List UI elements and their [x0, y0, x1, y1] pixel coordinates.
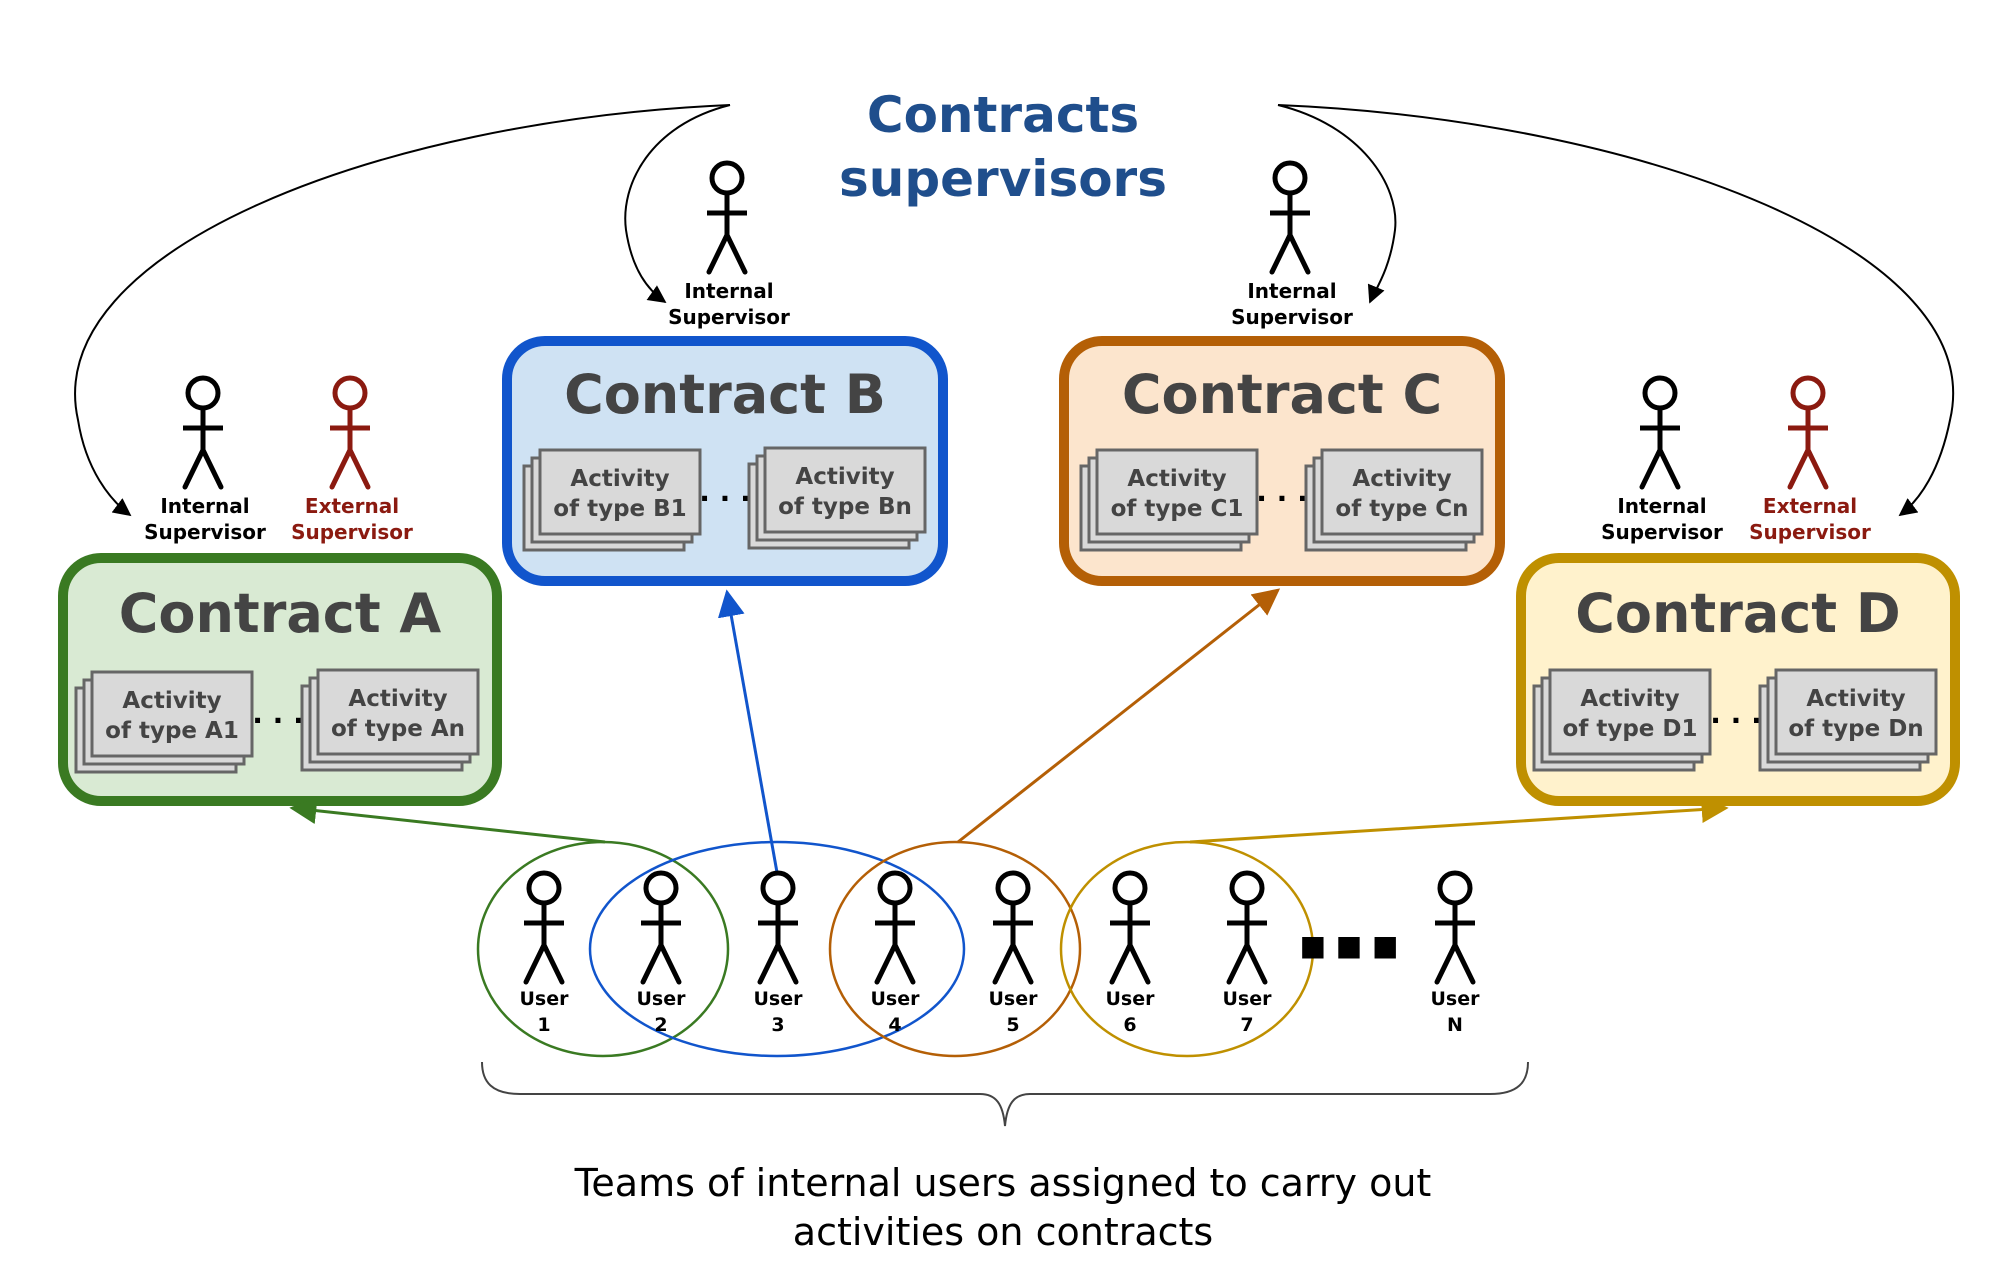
contract-b-activity-n: Activity of type Bn	[747, 446, 927, 550]
activity-cn-label-line1: Activity	[1352, 466, 1451, 492]
contract-c-activity-1: Activity of type C1	[1079, 448, 1259, 552]
activity-bn-label-line2: of type Bn	[778, 494, 912, 520]
contract-a-title: Contract A	[119, 582, 442, 645]
user-5-label-num: 5	[1006, 1014, 1019, 1036]
supervisor-c-label-line2: Supervisor	[1231, 305, 1353, 329]
internal-supervisor-b-icon	[707, 163, 747, 272]
activity-dn-label-line2: of type Dn	[1788, 716, 1923, 742]
team-c-ellipse	[828, 840, 1082, 1058]
user-4-label-num: 4	[888, 1014, 901, 1036]
user-4-icon	[875, 873, 915, 982]
contract-a-box: Contract A Activity of type A1 · · · Act…	[58, 553, 502, 806]
external-supervisor-a-icon	[330, 378, 370, 487]
user-2-icon	[641, 873, 681, 982]
activity-b1-label-line1: Activity	[570, 466, 669, 492]
contract-b-box: Contract B Activity of type B1 · · · Act…	[502, 336, 948, 586]
contract-d-activity-n: Activity of type Dn	[1758, 668, 1938, 772]
team-a-ellipse	[476, 840, 730, 1058]
team-b-ellipse	[588, 840, 966, 1058]
contract-d-title: Contract D	[1575, 582, 1901, 645]
activity-d1-label-line1: Activity	[1580, 686, 1679, 712]
user-n-label-word: User	[1431, 988, 1481, 1010]
contract-c-activity-ellipsis: · · ·	[1256, 482, 1307, 515]
contract-c-title: Contract C	[1122, 363, 1442, 426]
supervisor-c-label-line1: Internal	[1247, 279, 1336, 303]
user-1-label-num: 1	[537, 1014, 550, 1036]
activity-bn-label-line1: Activity	[795, 464, 894, 490]
contract-a-activity-ellipsis: · · ·	[252, 704, 303, 737]
user-4-label-word: User	[871, 988, 921, 1010]
supervisor-arrow-to-a	[74, 104, 731, 517]
activity-c1-label-line1: Activity	[1127, 466, 1226, 492]
contract-c-activity-n: Activity of type Cn	[1304, 448, 1484, 552]
users-ellipsis: ■ ■ ■	[1300, 929, 1399, 962]
user-7-label-word: User	[1223, 988, 1273, 1010]
team-a-arrow	[289, 797, 606, 844]
external-supervisor-d-icon	[1788, 378, 1828, 487]
supervisor-d-internal-label-line2: Supervisor	[1601, 520, 1723, 544]
supervisor-d-external-label-line2: Supervisor	[1749, 520, 1871, 544]
supervisor-a-internal-label-line1: Internal	[160, 494, 249, 518]
internal-supervisor-d-icon	[1640, 378, 1680, 487]
user-n-icon	[1435, 873, 1475, 982]
team-d-arrow	[1189, 796, 1729, 844]
activity-an-label-line2: of type An	[331, 716, 465, 742]
diagram-title-line2: supervisors	[839, 150, 1167, 208]
activity-cn-label-line2: of type Cn	[1335, 496, 1468, 522]
user-6-label-word: User	[1106, 988, 1156, 1010]
caption-line2: activities on contracts	[793, 1210, 1213, 1254]
contract-b-activity-1: Activity of type B1	[522, 448, 702, 552]
user-n-label-num: N	[1447, 1014, 1463, 1036]
supervisor-d-external-label-line1: External	[1763, 494, 1857, 518]
user-3-label-word: User	[754, 988, 804, 1010]
internal-supervisor-c-icon	[1270, 163, 1310, 272]
activity-a1-label-line1: Activity	[122, 688, 221, 714]
activity-c1-label-line2: of type C1	[1111, 496, 1244, 522]
user-6-label-num: 6	[1123, 1014, 1136, 1036]
contract-d-activity-ellipsis: · · ·	[1710, 704, 1761, 737]
contract-c-box: Contract C Activity of type C1 · · · Act…	[1059, 336, 1505, 586]
activity-a1-label-line2: of type A1	[105, 718, 239, 744]
user-7-label-num: 7	[1240, 1014, 1253, 1036]
supervisor-arrow-to-c	[1277, 104, 1397, 304]
user-5-icon	[993, 873, 1033, 982]
contract-a-activity-1: Activity of type A1	[74, 670, 254, 774]
user-2-label-word: User	[637, 988, 687, 1010]
contract-d-activity-1: Activity of type D1	[1532, 668, 1712, 772]
caption-line1: Teams of internal users assigned to carr…	[574, 1161, 1432, 1205]
supervisor-arrow-to-d	[1277, 104, 1954, 517]
user-3-icon	[758, 873, 798, 982]
supervisor-arrow-to-b	[624, 104, 731, 304]
diagram-title-line1: Contracts	[867, 86, 1139, 144]
contract-a-activity-n: Activity of type An	[300, 668, 480, 772]
supervisor-a-internal-label-line2: Supervisor	[144, 520, 266, 544]
user-7-icon	[1227, 873, 1267, 982]
supervisor-d-internal-label-line1: Internal	[1617, 494, 1706, 518]
contract-b-activity-ellipsis: · · ·	[699, 482, 750, 515]
supervisor-b-label-line2: Supervisor	[668, 305, 790, 329]
team-b-arrow	[717, 589, 780, 879]
user-3-label-num: 3	[771, 1014, 784, 1036]
activity-b1-label-line2: of type B1	[553, 496, 686, 522]
supervisor-a-external-label-line2: Supervisor	[291, 520, 413, 544]
supervisor-a-external-label-line1: External	[305, 494, 399, 518]
users-brace	[481, 1061, 1529, 1127]
internal-supervisor-a-icon	[183, 378, 223, 487]
contract-d-box: Contract D Activity of type D1 · · · Act…	[1516, 553, 1960, 806]
team-d-ellipse	[1059, 840, 1315, 1058]
user-1-icon	[524, 873, 564, 982]
activity-dn-label-line1: Activity	[1806, 686, 1905, 712]
team-c-arrow	[957, 588, 1281, 844]
user-6-icon	[1110, 873, 1150, 982]
user-5-label-word: User	[989, 988, 1039, 1010]
activity-an-label-line1: Activity	[348, 686, 447, 712]
contract-b-title: Contract B	[564, 363, 886, 426]
supervisor-b-label-line1: Internal	[684, 279, 773, 303]
activity-d1-label-line2: of type D1	[1563, 716, 1698, 742]
user-2-label-num: 2	[654, 1014, 667, 1036]
user-1-label-word: User	[520, 988, 570, 1010]
